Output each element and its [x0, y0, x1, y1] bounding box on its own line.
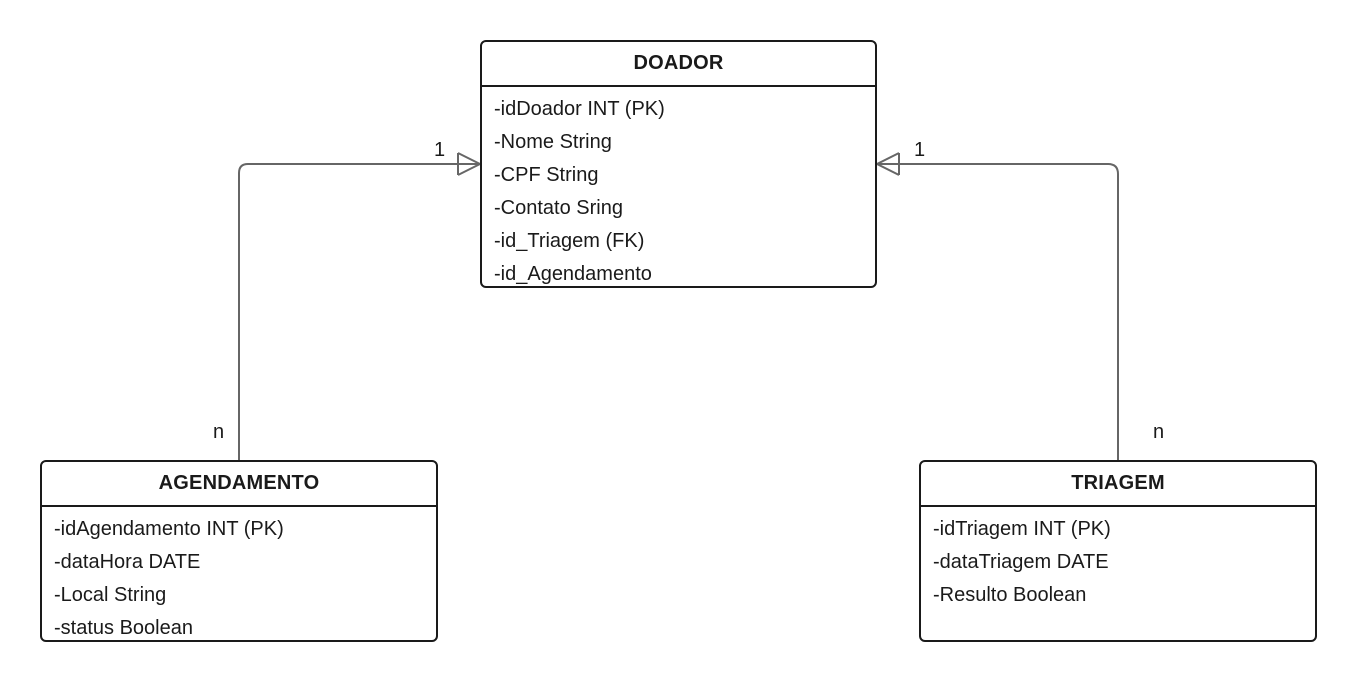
entity-title: AGENDAMENTO [42, 462, 436, 507]
attribute-item: -Resulto Boolean [933, 584, 1087, 606]
attribute-item: -idAgendamento INT (PK) [54, 518, 284, 540]
entity-title: TRIAGEM [921, 462, 1315, 507]
attribute-item: -dataTriagem DATE [933, 551, 1109, 573]
attribute-item: -Nome String [494, 131, 612, 153]
attribute-item: -id_Agendamento [494, 263, 652, 285]
attribute-item: -CPF String [494, 164, 599, 186]
cardinality-one-label: 1 [434, 139, 446, 161]
attribute-list: -idDoador INT (PK) -Nome String -CPF Str… [482, 87, 875, 286]
crowfoot-doador-triagem-icon [876, 152, 900, 176]
attribute-item: -status Boolean [54, 617, 193, 639]
attribute-item: -Local String [54, 584, 167, 606]
attribute-item: -idTriagem INT (PK) [933, 518, 1111, 540]
entity-triagem[interactable]: TRIAGEM -idTriagem INT (PK) -dataTriagem… [919, 460, 1317, 642]
attribute-item: -dataHora DATE [54, 551, 201, 573]
cardinality-one-label: 1 [914, 139, 926, 161]
cardinality-many-label: n [213, 421, 225, 443]
crowfoot-doador-agendamento-icon [457, 152, 481, 176]
attribute-item: -idDoador INT (PK) [494, 98, 665, 120]
connector-doador-agendamento [238, 163, 480, 460]
attribute-item: -Contato Sring [494, 197, 623, 219]
connector-doador-triagem [877, 163, 1119, 460]
attribute-list: -idAgendamento INT (PK) -dataHora DATE -… [42, 507, 436, 640]
entity-doador[interactable]: DOADOR -idDoador INT (PK) -Nome String -… [480, 40, 877, 288]
attribute-item: -id_Triagem (FK) [494, 230, 645, 252]
cardinality-many-label: n [1153, 421, 1165, 443]
entity-agendamento[interactable]: AGENDAMENTO -idAgendamento INT (PK) -dat… [40, 460, 438, 642]
attribute-list: -idTriagem INT (PK) -dataTriagem DATE -R… [921, 507, 1315, 612]
entity-title: DOADOR [482, 42, 875, 87]
